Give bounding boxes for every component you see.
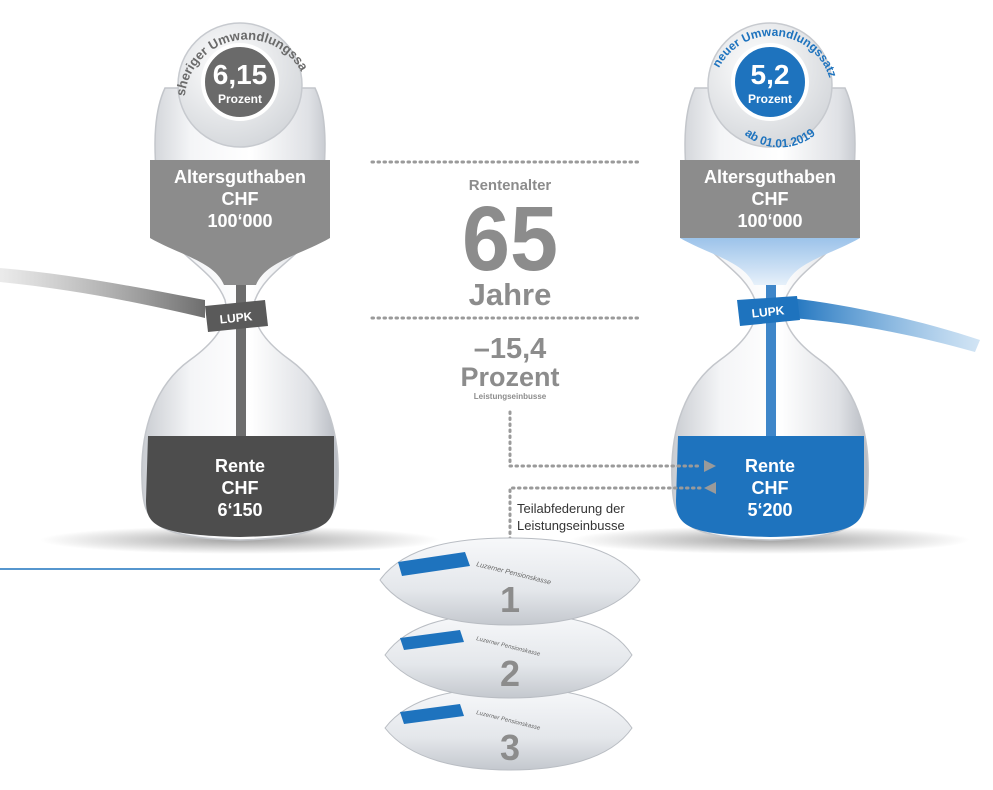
reduction-caption: Leistungseinbusse xyxy=(474,392,547,401)
left-top-line-1: Altersguthaben xyxy=(174,167,306,187)
cushion-3-number: 3 xyxy=(500,727,520,768)
dotted-connectors xyxy=(370,160,702,550)
left-lupk-band xyxy=(205,300,268,332)
right-top-line-3: 100‘000 xyxy=(737,211,802,231)
right-rate-value: 5,2 xyxy=(751,59,790,90)
cushion-2 xyxy=(384,613,633,699)
left-upper-sand xyxy=(150,160,330,238)
right-lower-sand xyxy=(676,436,864,537)
arrow-head-left xyxy=(704,482,716,494)
cushion-stack xyxy=(379,537,641,771)
right-bottom-line-3: 5‘200 xyxy=(747,500,792,520)
right-ribbon xyxy=(790,298,980,352)
left-bottom-line-3: 6‘150 xyxy=(217,500,262,520)
right-lupk-band xyxy=(737,296,800,326)
cushion-1-number: 1 xyxy=(500,579,520,620)
left-bottom-line-2: CHF xyxy=(222,478,259,498)
left-rate-badge xyxy=(201,43,279,121)
left-sand-stream xyxy=(236,285,246,440)
right-sand-stream xyxy=(766,285,776,440)
left-hourglass xyxy=(0,22,440,554)
left-top-line-3: 100‘000 xyxy=(207,211,272,231)
right-bottom-line-1: Rente xyxy=(745,456,795,476)
right-rate-badge xyxy=(731,43,809,121)
left-band-label: LUPK xyxy=(219,309,253,326)
left-ribbon xyxy=(0,268,205,318)
left-top-line-2: CHF xyxy=(222,189,259,209)
left-rate-value: 6,15 xyxy=(213,59,268,90)
cushion-note-line-2: Leistungseinbusse xyxy=(517,518,625,533)
right-hourglass xyxy=(570,22,980,554)
left-lower-sand xyxy=(146,436,334,537)
right-upper-sand xyxy=(680,160,860,238)
reduction-value: –15,4 xyxy=(474,333,547,365)
age-value: 65 xyxy=(462,188,558,290)
reduction-unit: Prozent xyxy=(460,362,559,392)
dotted-arrow-to-rente xyxy=(508,410,702,468)
arrow-head-right xyxy=(704,460,716,472)
right-rate-unit: Prozent xyxy=(748,92,792,106)
cushion-2-number: 2 xyxy=(500,653,520,694)
age-unit: Jahre xyxy=(469,277,552,312)
right-top-line-1: Altersguthaben xyxy=(704,167,836,187)
right-band-label: LUPK xyxy=(751,303,785,320)
age-label: Rentenalter xyxy=(469,177,552,194)
left-bottom-line-1: Rente xyxy=(215,456,265,476)
right-top-line-2: CHF xyxy=(752,189,789,209)
dotted-arrow-to-cushion xyxy=(508,486,702,550)
cushion-1 xyxy=(379,537,641,626)
cushion-note-line-1: Teilabfederung der xyxy=(517,501,625,516)
right-bottom-line-2: CHF xyxy=(752,478,789,498)
left-rate-unit: Prozent xyxy=(218,92,262,106)
